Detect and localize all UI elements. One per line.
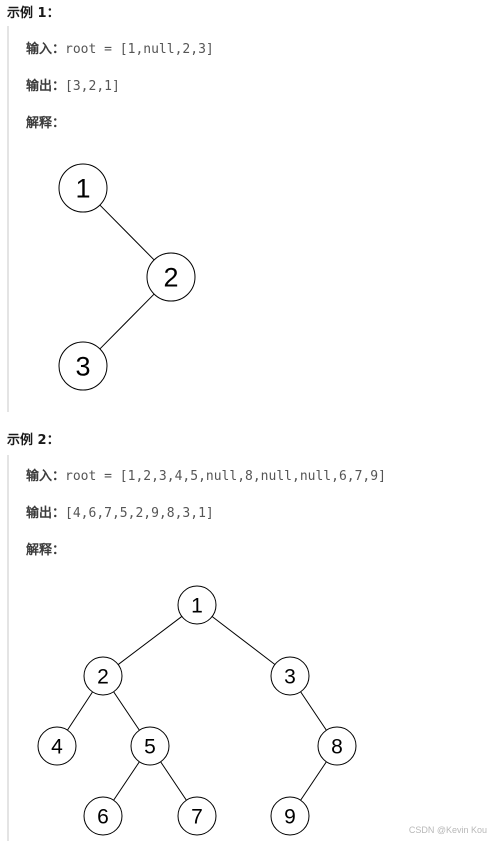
example-2-node-circle bbox=[130, 726, 170, 766]
example-1-input-value: root = [1,null,2,3] bbox=[65, 42, 214, 57]
example-1-edge-2-3 bbox=[99, 293, 155, 350]
example-2-node-circle bbox=[317, 726, 357, 766]
example-2-node-label: 9 bbox=[284, 806, 296, 829]
example-1-input-row: 输入：root = [1,null,2,3] bbox=[26, 38, 214, 57]
example-2-node-4: 4 bbox=[37, 726, 77, 766]
example-2-node-1: 1 bbox=[177, 585, 217, 625]
example-2-edge-1-3 bbox=[211, 616, 276, 665]
example-2-node-label: 8 bbox=[331, 736, 343, 759]
example-2-input-value: root = [1,2,3,4,5,null,8,null,null,6,7,9… bbox=[65, 469, 386, 484]
example-2-heading: 示例 2： bbox=[7, 433, 60, 448]
example-1-input-label: 输入： bbox=[26, 42, 66, 57]
example-1-node-circle bbox=[58, 163, 108, 213]
example-2-node-circle bbox=[270, 656, 310, 696]
example-2-node-circle bbox=[83, 656, 123, 696]
example-2-node-label: 7 bbox=[191, 806, 203, 829]
example-2-node-circle bbox=[37, 726, 77, 766]
example-2-node-7: 7 bbox=[177, 796, 217, 836]
example-2-input-label: 输入： bbox=[26, 469, 66, 484]
example-1-explain-row: 解释： bbox=[26, 112, 65, 131]
example-2-node-3: 3 bbox=[270, 656, 310, 696]
example-2-node-circle bbox=[83, 796, 123, 836]
example-2-edge-1-2 bbox=[117, 616, 183, 665]
example-2-node-2: 2 bbox=[83, 656, 123, 696]
example-2-edge-2-5 bbox=[113, 691, 140, 731]
example-2-node-circle bbox=[177, 585, 217, 625]
example-2-node-label: 6 bbox=[97, 806, 109, 829]
example-1-explain-label: 解释： bbox=[26, 116, 66, 131]
example-1-node-label: 2 bbox=[163, 263, 178, 293]
example-1-node-3: 3 bbox=[58, 341, 108, 391]
example-2-edge-5-6 bbox=[113, 761, 140, 801]
example-1-node-label: 1 bbox=[75, 174, 90, 204]
example-2-node-label: 3 bbox=[284, 666, 296, 689]
example-2-explain-row: 解释： bbox=[26, 539, 65, 558]
example-1-node-circle bbox=[58, 341, 108, 391]
example-1-node-label: 3 bbox=[75, 352, 90, 382]
example-2-node-9: 9 bbox=[270, 796, 310, 836]
example-2-node-circle bbox=[270, 796, 310, 836]
example-2-node-circle bbox=[177, 796, 217, 836]
example-2-node-label: 5 bbox=[144, 736, 156, 759]
example-2-edge-5-7 bbox=[160, 761, 187, 801]
watermark: CSDN @Kevin Kou bbox=[408, 825, 487, 835]
example-2-output-row: 输出：[4,6,7,5,2,9,8,3,1] bbox=[26, 502, 214, 521]
example-2-output-label: 输出： bbox=[26, 506, 66, 521]
example-2-edge-8-9 bbox=[300, 761, 327, 801]
example-2-output-value: [4,6,7,5,2,9,8,3,1] bbox=[65, 506, 214, 521]
example-2-edge-3-8 bbox=[300, 691, 327, 731]
example-1-edge-1-2 bbox=[99, 204, 155, 261]
example-1-node-1: 1 bbox=[58, 163, 108, 213]
example-1-heading: 示例 1： bbox=[7, 6, 60, 21]
example-1-node-2: 2 bbox=[146, 252, 196, 302]
example-2-node-6: 6 bbox=[83, 796, 123, 836]
example-1-output-value: [3,2,1] bbox=[65, 79, 120, 94]
example-1-output-row: 输出：[3,2,1] bbox=[26, 75, 120, 94]
example-2-node-label: 2 bbox=[97, 666, 109, 689]
example-2-node-label: 4 bbox=[51, 736, 63, 759]
example-2-block: 输入：root = [1,2,3,4,5,null,8,null,null,6,… bbox=[7, 455, 489, 841]
example-2-input-row: 输入：root = [1,2,3,4,5,null,8,null,null,6,… bbox=[26, 465, 386, 484]
example-1-node-circle bbox=[146, 252, 196, 302]
example-2-node-label: 1 bbox=[191, 595, 203, 618]
example-2-node-8: 8 bbox=[317, 726, 357, 766]
example-2-edge-2-4 bbox=[67, 691, 93, 731]
example-1-output-label: 输出： bbox=[26, 79, 66, 94]
example-2-node-5: 5 bbox=[130, 726, 170, 766]
example-2-explain-label: 解释： bbox=[26, 543, 66, 558]
